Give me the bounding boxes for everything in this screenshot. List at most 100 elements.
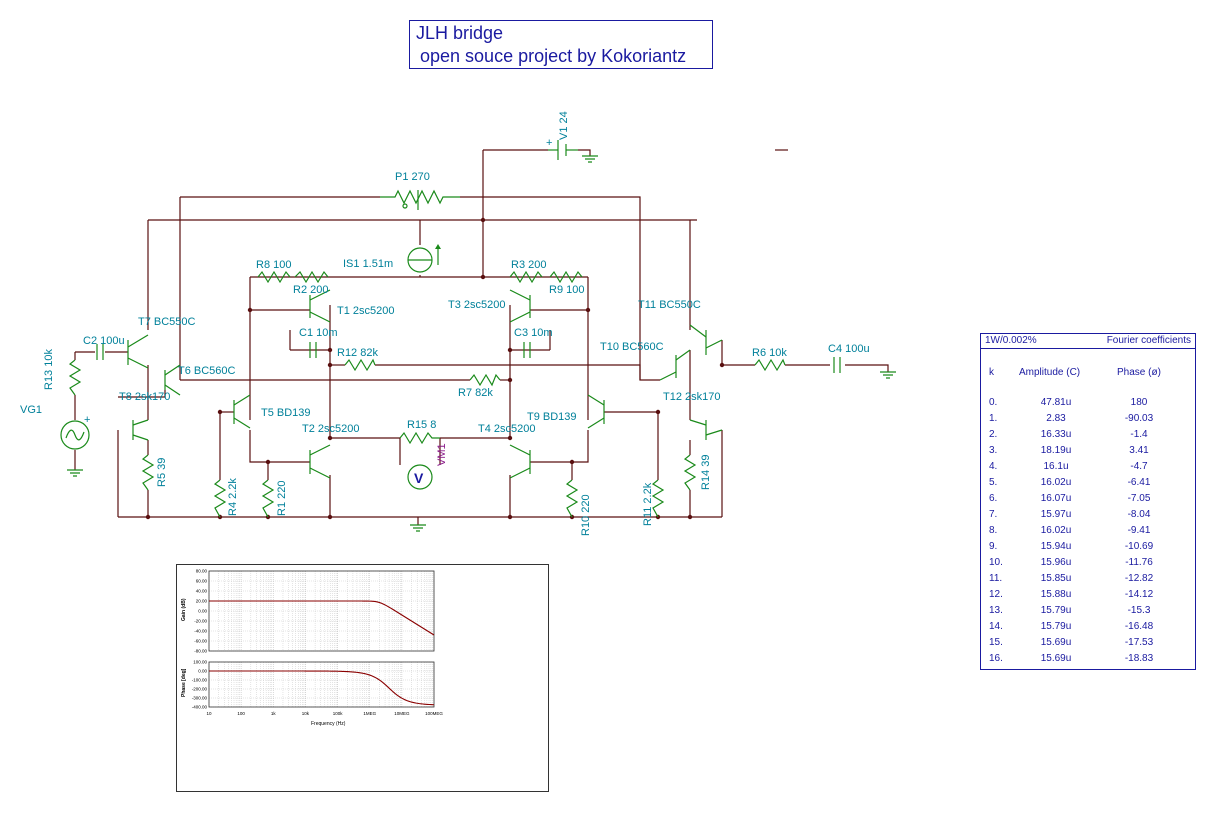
fourier-row: 10.15.96u-11.76: [981, 557, 1195, 573]
freq-tick-label: 1k: [271, 711, 277, 716]
component-labels: V1 24 P1 270 IS1 1.51m R8 100 R2 200 T1 …: [20, 111, 870, 536]
fourier-row: 15.15.69u-17.53: [981, 637, 1195, 653]
fourier-k: 9.: [989, 541, 998, 552]
fourier-phase: -4.7: [1130, 461, 1148, 472]
label-is1: IS1 1.51m: [343, 258, 393, 270]
fourier-k: 3.: [989, 445, 998, 456]
fourier-row: 12.15.88u-14.12: [981, 589, 1195, 605]
label-t7: T7 BC550C: [138, 316, 196, 328]
resistors: [68, 270, 786, 518]
fourier-amplitude: 15.79u: [1040, 621, 1072, 632]
title-line-2: open souce project by Kokoriantz: [420, 46, 687, 66]
gain-tick-label: -80.00: [194, 649, 207, 654]
fourier-row: 9. 15.94u -10.69: [981, 541, 1195, 557]
label-r14: R14 39: [700, 455, 712, 490]
phase-frame: [208, 661, 435, 708]
fourier-phase: -16.48: [1124, 621, 1154, 632]
label-r11: R11 2.2k: [642, 482, 654, 526]
label-t10: T10 BC560C: [600, 341, 664, 353]
label-r1: R1 220: [276, 481, 288, 516]
transistors: [127, 289, 723, 479]
label-t6: T6 BC560C: [178, 365, 236, 377]
gain-tick-label: 0.00: [198, 609, 207, 614]
label-r8: R8 100: [256, 259, 291, 271]
fourier-amplitude: 16.33u: [1040, 429, 1072, 440]
gain-tick-label: 80.00: [196, 569, 208, 574]
label-r12: R12 82k: [337, 347, 378, 359]
potentiometer-p1: [380, 189, 460, 210]
fourier-phase: 3.41: [1129, 445, 1149, 456]
freq-tick-label: 100k: [333, 711, 344, 716]
gain-tick-label: -20.00: [194, 619, 207, 624]
freq-tick-label: 100: [237, 711, 245, 716]
signal-source-vg1: +: [60, 414, 90, 450]
fourier-row: 11.15.85u-12.82: [981, 573, 1195, 589]
phase-tick-label: 0.00: [198, 669, 207, 674]
fourier-phase: -6.41: [1127, 477, 1151, 488]
fourier-amplitude: 15.96u: [1040, 557, 1072, 568]
gain-curve: [209, 600, 435, 636]
label-t12: T12 2sk170: [663, 391, 720, 403]
voltmeter-vm1: V: [407, 464, 433, 490]
label-vg1: VG1: [20, 404, 42, 416]
fourier-k: 6.: [989, 493, 998, 504]
svg-text:+: +: [84, 414, 90, 426]
bode-plot-svg: 80.0060.0040.0020.000.00-20.00-40.00-60.…: [181, 569, 443, 728]
fourier-row: 7.15.97u-8.04: [981, 509, 1195, 525]
label-r7: R7 82k: [458, 387, 493, 399]
battery-v1: +: [546, 137, 578, 160]
fourier-amplitude: 15.85u: [1040, 573, 1072, 584]
freq-tick-label: 1MEG: [363, 711, 376, 716]
phase-tick-label: 100.00: [193, 660, 207, 665]
label-t4: T4 2sc5200: [478, 423, 535, 435]
ground-symbols: [67, 155, 896, 532]
current-source-is1: [407, 244, 441, 273]
svg-text:V: V: [414, 470, 424, 486]
fourier-k: 5.: [989, 477, 998, 488]
gain-tick-label: 20.00: [196, 599, 208, 604]
col-amplitude-header: Amplitude (C): [1019, 367, 1081, 378]
col-phase-header: Phase (ø): [1117, 367, 1161, 378]
fourier-phase: -90.03: [1124, 413, 1154, 424]
label-vm1: VM1: [436, 443, 448, 466]
fourier-k: 16.: [989, 653, 1003, 664]
fourier-phase: -10.69: [1124, 541, 1154, 552]
phase-tick-label: -100.00: [192, 678, 208, 683]
title-line-1: JLH bridge: [416, 23, 504, 43]
label-r3: R3 200: [511, 259, 546, 271]
fourier-k: 4.: [989, 461, 998, 472]
fourier-k: 13.: [989, 605, 1003, 616]
fourier-k: 2.: [989, 429, 998, 440]
phase-grid: [208, 661, 435, 708]
fourier-phase: 180: [1130, 397, 1148, 408]
freq-axis-label: Frequency (Hz): [311, 721, 346, 727]
label-r5: R5 39: [156, 458, 168, 487]
freq-tick-label: 10: [206, 711, 212, 716]
fourier-row: 4.16.1u-4.7: [981, 461, 1195, 477]
fourier-phase: -11.76: [1125, 557, 1153, 568]
fourier-phase: -15.3: [1127, 605, 1151, 616]
col-k-header: k: [989, 367, 994, 378]
fourier-phase: -12.82: [1124, 573, 1154, 584]
fourier-k: 0.: [989, 397, 998, 408]
fourier-amplitude: 16.07u: [1040, 493, 1072, 504]
freq-tick-label: 10MEG: [394, 711, 410, 716]
capacitors: [96, 342, 841, 373]
label-r10: R10 220: [580, 494, 592, 536]
gain-grid: [208, 570, 435, 652]
label-t8: T8 2sk170: [119, 391, 170, 403]
fourier-table: 1W/0.002% Fourier coefficients k Amplitu…: [980, 333, 1196, 670]
fourier-k: 15.: [989, 637, 1003, 648]
fourier-phase: -1.4: [1130, 429, 1148, 440]
fourier-header-left: 1W/0.002%: [985, 335, 1037, 346]
fourier-row: 13.15.79u-15.3: [981, 605, 1195, 621]
fourier-row: 5.16.02u-6.41: [981, 477, 1195, 493]
fourier-amplitude: 15.94u: [1040, 541, 1072, 552]
fourier-k: 14.: [989, 621, 1003, 632]
label-r2: R2 200: [293, 284, 328, 296]
label-r15: R15 8: [407, 419, 436, 431]
fourier-header: 1W/0.002% Fourier coefficients: [981, 334, 1195, 349]
label-c1: C1 10m: [299, 327, 338, 339]
label-t11: T11 BC550C: [638, 299, 701, 311]
